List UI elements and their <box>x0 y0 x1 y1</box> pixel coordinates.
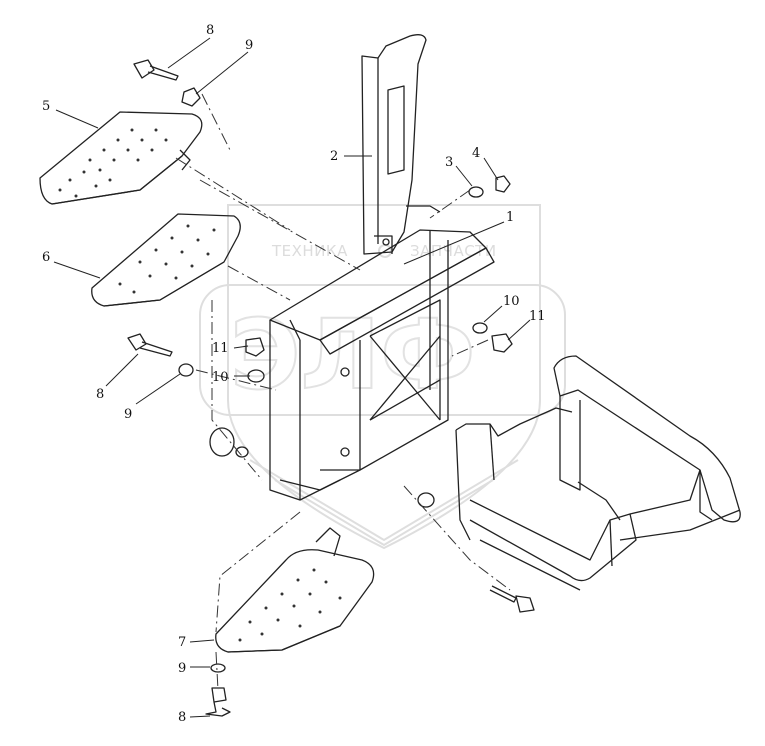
callout-label: 5 <box>42 99 50 114</box>
callout-label: 9 <box>178 661 186 676</box>
washer-icon <box>472 322 488 334</box>
callout-label: 4 <box>472 146 480 161</box>
callout-label: 8 <box>178 710 186 725</box>
bushing <box>209 427 235 457</box>
watermark-shield <box>227 204 541 550</box>
nut-icon <box>245 337 265 357</box>
washer-icon <box>235 446 249 458</box>
watermark-band <box>199 284 566 416</box>
washer-icon <box>417 492 435 508</box>
step-plate-lower <box>215 527 375 653</box>
watermark-chevron <box>249 459 519 542</box>
bolt-icon <box>127 333 173 357</box>
callout-label: 8 <box>206 23 214 38</box>
bolt-icon <box>133 59 179 81</box>
bolt-icon <box>489 585 535 613</box>
callout-label: 11 <box>529 309 546 324</box>
vertical-bracket <box>361 34 427 255</box>
nut-icon <box>181 87 201 107</box>
watermark-brand-text: ТЕХНИКА <box>271 242 348 260</box>
watermark <box>199 204 566 550</box>
callout-label: 2 <box>330 149 338 164</box>
callout-label: 1 <box>506 210 514 225</box>
callout-label: 6 <box>42 250 50 265</box>
callout-labels: 8 9 5 2 3 4 1 6 10 11 11 10 8 9 7 9 8 <box>42 23 546 725</box>
step-plate-upper <box>39 111 203 205</box>
bolt-icon <box>205 687 231 717</box>
callout-label: 3 <box>445 155 453 170</box>
callout-label: 10 <box>503 294 520 309</box>
nut-icon <box>491 333 513 353</box>
parts-layer <box>39 34 741 717</box>
tank-bracket-assembly <box>455 355 741 591</box>
watermark-chevron-2 <box>274 479 494 547</box>
step-plate-middle <box>91 213 241 307</box>
callout-label: 10 <box>212 370 229 385</box>
assembly-lines <box>175 93 511 691</box>
callout-label: 11 <box>212 341 229 356</box>
main-frame <box>269 205 495 501</box>
callout-label: 9 <box>124 407 132 422</box>
nut-icon <box>495 175 511 193</box>
callout-label: 9 <box>245 38 253 53</box>
callout-leaders <box>53 37 531 718</box>
watermark-brand-text-2: ЗАПЧАСТИ <box>410 242 497 260</box>
callout-label: 8 <box>96 387 104 402</box>
washer-icon <box>210 663 226 673</box>
callout-label: 7 <box>178 635 186 650</box>
watermark-logo: ЭЛФ <box>230 299 475 411</box>
washer-icon <box>468 186 484 198</box>
washer-icon <box>178 363 194 377</box>
